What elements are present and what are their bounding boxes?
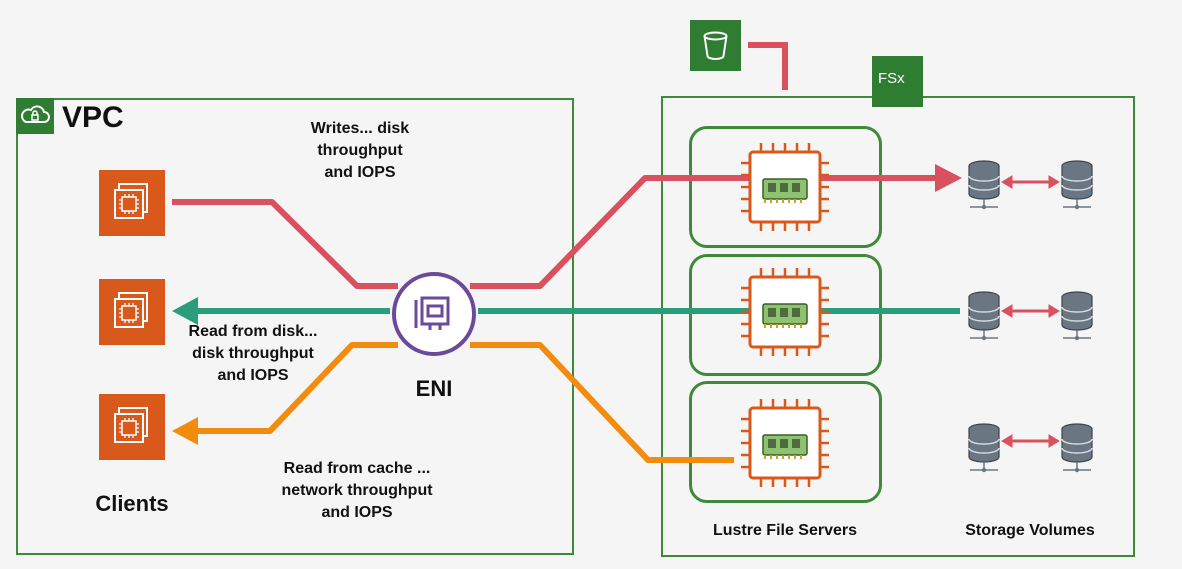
s3-bucket-badge [690,20,741,71]
lustre-server-box-1 [689,126,882,248]
lustre-server-chip-2 [739,266,831,358]
lustre-file-servers-label: Lustre File Servers [712,522,858,539]
read-cache-label-line: network throughput [281,482,433,499]
vpc-title: VPC [62,101,124,134]
clients-label: Clients [95,491,169,516]
writes-label: Writes... disk throughput and IOPS [290,118,430,184]
ec2-client-3 [99,394,165,460]
writes-label-line: and IOPS [324,164,396,181]
replication-arrows [1001,175,1060,448]
ec2-client-2 [99,279,165,345]
ec2-instance-icon [114,292,148,328]
ec2-client-1 [99,170,165,236]
eni-icon [392,272,476,356]
storage-volume-db [968,160,1000,210]
read-disk-label: Read from disk... disk throughput and IO… [178,321,328,387]
lustre-server-chip-3 [739,397,831,489]
read-disk-label-line: disk throughput [192,345,314,362]
lustre-server-box-2 [689,254,882,376]
fsx-badge-text: FSx [878,70,905,87]
storage-volume-db [1061,423,1093,473]
read-cache-label-line: and IOPS [321,504,393,521]
read-disk-label-line: Read from disk... [188,323,318,340]
vpc-badge [16,98,54,134]
ec2-instance-icon [114,183,148,219]
storage-volume-db [1061,160,1093,210]
storage-volume-db [1061,291,1093,341]
eni-label: ENI [415,376,453,401]
storage-volume-db [968,423,1000,473]
read-cache-label-line: Read from cache ... [283,460,431,477]
bucket-icon [703,31,728,60]
writes-label-line: Writes... disk [310,120,410,137]
read-disk-label-line: and IOPS [217,367,289,384]
storage-volume-db [968,291,1000,341]
write-flow-arrowhead [935,164,962,192]
fsx-badge: FSx [872,56,923,107]
s3-link-line [748,42,788,90]
writes-label-line: throughput [317,142,403,159]
vpc-container [16,98,574,555]
vpc-cloud-icon [21,105,50,123]
ec2-instance-icon [114,407,148,443]
read-cache-flow-arrowhead [172,417,198,445]
read-cache-label: Read from cache ... network throughput a… [262,458,452,524]
read-cache-flow-line [198,342,734,463]
storage-volumes-label: Storage Volumes [965,522,1095,539]
lustre-server-box-3 [689,381,882,503]
read-disk-flow-arrowhead [172,297,198,325]
lustre-server-chip-1 [739,141,831,233]
